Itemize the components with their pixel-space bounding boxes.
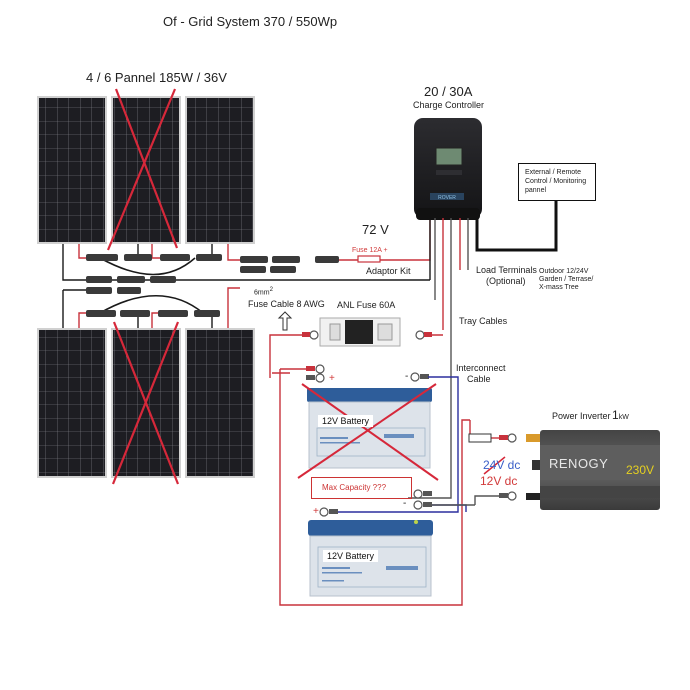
diagram-title: Of - Grid System 370 / 550Wp [163,14,338,29]
battery-2-label: 12V Battery [323,550,379,562]
solar-panel-top-right [185,96,255,244]
cross-out-mark-top-panel [106,88,179,251]
charge-controller-rating: 20 / 30A [424,84,473,99]
anl-fuse-label: ANL Fuse 60A [337,300,396,310]
solar-array-label: 4 / 6 Pannel 185W / 36V [86,70,227,85]
charge-controller-label: Charge Controller [413,100,485,110]
solar-panel-bottom-left [37,328,107,478]
power-inverter [526,430,660,510]
crimp-sleeves [302,332,508,514]
voltage-strike-mark [483,456,506,475]
cross-out-mark-bottom-panel [111,321,180,485]
cable-cross-section-exponent: 2 [269,287,273,293]
load-terminals-label: Load Terminals [476,265,537,275]
cable-cross-section-value: 6mm [254,289,270,297]
remote-monitoring-panel-box: External / Remote Control / Monitoring p… [518,163,596,201]
pv-fuse-label: Fuse 12A + [352,247,388,254]
up-arrow-icon [277,311,293,331]
controller-terminal-wires [408,218,469,499]
inverter-power-unit: kW [618,414,629,421]
max-capacity-label: Max Capacity ??? [322,483,387,492]
pv-voltage-label: 72 V [362,222,389,237]
cable-cross-section: 6mm2 [254,287,273,296]
remote-monitoring-panel-label: External / Remote Control / Monitoring p… [525,169,587,194]
solar-panel-top-left [37,96,107,244]
fuse-cable-label: Fuse Cable 8 AWG [248,299,325,309]
controller-brand: ROVER [438,195,456,201]
remote-panel-cable [475,201,558,252]
battery-wiring [279,368,499,606]
load-terminals-optional: (Optional) [486,276,526,286]
charge-controller: ROVER [414,118,482,220]
adaptor-kit-label: Adaptor Kit [366,266,411,276]
anl-fuse-holder [319,317,401,347]
battery-1-label: 12V Battery [318,415,374,427]
battery-1-positive-sign: + [329,373,335,384]
pv-inline-fuse [357,255,381,263]
inverter-brand: RENOGY [549,456,609,471]
max-capacity-box: Max Capacity ??? [311,477,412,499]
inverter-input-old-voltage: 24V dc [483,458,521,472]
load-terminals-note: Outdoor 12/24V Garden / Terrase/ X-mass … [539,268,594,291]
inverter-power-value: 1 [612,408,619,422]
inverter-inline-fuse [468,433,492,443]
tray-cables-label: Tray Cables [459,316,508,326]
battery-2-positive-sign: + [313,506,319,517]
battery-2-negative-sign: - [403,498,407,509]
inverter-power: 1kW [612,408,629,422]
cross-out-mark-battery [297,383,439,481]
solar-panel-bottom-right [185,328,255,478]
interconnect-cable-label-line1: Interconnect [456,363,506,373]
interconnect-cable-label-line2: Cable [467,374,491,384]
inverter-label: Power Inverter [552,411,611,421]
battery-2 [308,520,433,597]
mc4-connectors [86,254,339,317]
battery-1-negative-sign: - [405,371,409,382]
inverter-input-voltage: 12V dc [480,474,518,488]
inverter-output-voltage: 230V [626,463,655,477]
ring-terminals [309,330,517,517]
